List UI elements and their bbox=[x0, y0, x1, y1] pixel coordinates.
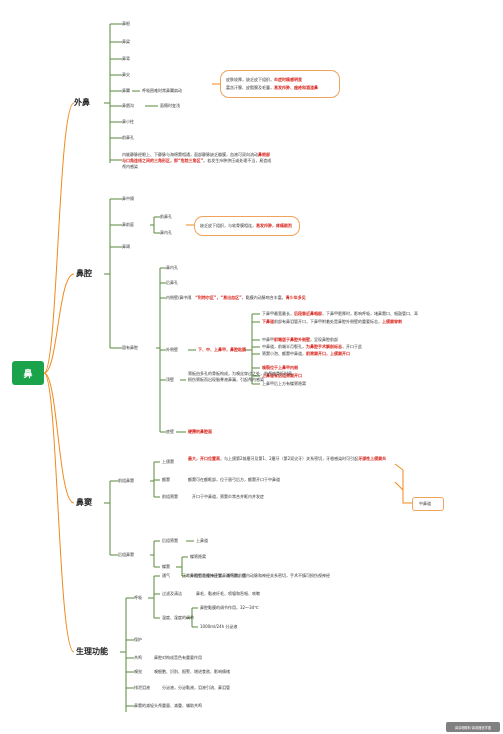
item-bijian: 鼻尖 bbox=[122, 72, 130, 77]
note-wendu-1: 鼻腔黏膜的调节作用，32～34℃ bbox=[200, 605, 259, 610]
note-shangbidao: 上鼻道有后组筛窦开口 bbox=[262, 373, 302, 378]
root-node: 鼻 bbox=[12, 361, 44, 385]
note-xiujue: 嗅细胞、识别、报警、增进食欲、影响情绪 bbox=[154, 669, 230, 674]
note-houshaidou: 上鼻道 bbox=[196, 538, 208, 543]
item-waicebi: 外侧壁 bbox=[166, 347, 178, 352]
item-huxi: 呼吸 bbox=[134, 595, 142, 600]
note-zhongbidao: 中鼻道，前端半月裂孔，为鼻腔手术解剖标志，开口于此 bbox=[262, 344, 362, 349]
callout-biqianting: 缺乏皮下组织，与软骨膜相连，易发疖肿，疼痛剧烈 bbox=[194, 216, 300, 236]
note-gongming: 鼻腔对构成音色有重要作用 bbox=[154, 655, 202, 660]
item-biyi: 鼻翼 bbox=[122, 88, 130, 93]
item-bimiangou: 鼻唇沟 bbox=[122, 103, 134, 108]
note-guolv: 鼻毛、黏液纤毛、喷嚏和吞咽、咳嗽 bbox=[196, 591, 260, 596]
item-xiujue: 嗅觉 bbox=[134, 669, 142, 674]
note-zhongbijia: 中鼻甲前端居于鼻腔外侧壁，呈现鼻腔前部 bbox=[262, 337, 338, 342]
note-xiabijia: 下鼻甲最宽最长，后段靠近鼻咽部，下鼻甲肥厚时，影响呼吸，堵鼻窦口、咽鼓管口、耳 bbox=[262, 311, 418, 316]
callout-zhongbidao: 中鼻道 bbox=[412, 497, 444, 511]
branch-bidou: 鼻窦 bbox=[76, 498, 92, 507]
note-waicebi: 下、中、上鼻甲，鼻腔粘膜 bbox=[198, 347, 246, 352]
item-wendu: 温度、湿度的调节 bbox=[162, 615, 194, 620]
item-edou: 额窦 bbox=[162, 477, 170, 482]
item-qianbikong: 前鼻孔 bbox=[122, 135, 134, 140]
item-neicebi: 内侧壁/鼻中隔 “利特尔区”，“易出血区”，黏膜内动脉吻合丰富，青少年多见 bbox=[166, 295, 306, 300]
item-bibei: 鼻背 bbox=[122, 56, 130, 61]
item-biliang: 鼻梁 bbox=[122, 39, 130, 44]
note-bimiangou: 面瘫时变浅 bbox=[160, 103, 180, 108]
item-tongqi: 通气 bbox=[162, 573, 170, 578]
note-venous: 内眦静脉经眼上、下静脉与海绵窦相通，面部静脉缺乏瓣膜，血液可双向流动鼻根部与口角… bbox=[122, 152, 272, 169]
note-diedou-2: 外侧壁与视神经管、海绵窦、颈内动脉和神经关系密切，手术不慎可损伤视神经 bbox=[190, 573, 330, 578]
item-neibikong-2: 鼻内孔 bbox=[160, 230, 172, 235]
item-bizhongge: 鼻中隔 bbox=[122, 196, 134, 201]
branch-biqiang: 鼻腔 bbox=[76, 269, 92, 278]
item-guyou: 固有鼻腔 bbox=[122, 345, 138, 350]
note-shaidou: 筛窦小泡、额窦中鼻道，前筛窦开口，上颌窦开口 bbox=[262, 351, 350, 356]
item-houzu: 后组鼻窦 bbox=[118, 552, 134, 557]
item-bikan: 鼻阈 bbox=[122, 244, 130, 249]
item-neibikong: 鼻内孔 bbox=[166, 265, 178, 270]
note-biyi: 呼吸困难时常鼻翼扇动 bbox=[142, 88, 182, 93]
item-paixie: 排泄泪液 bbox=[134, 685, 150, 690]
branch-shengli: 生理功能 bbox=[76, 647, 108, 656]
note-paixie: 分泌液，分泌黏液，泪液引流、鼻泪管 bbox=[162, 685, 230, 690]
watermark: 鼻耳咽喉科·鼻部器官学图 bbox=[446, 722, 500, 732]
note-tongqi: 正常鼻阻力是维持正常鼻通气的前提 bbox=[182, 573, 246, 578]
item-qianzu: 前组鼻窦 bbox=[118, 478, 134, 483]
item-shanghedou: 上颌窦 bbox=[162, 459, 174, 464]
note-diedou-1: 蝶筛隐窝 bbox=[190, 554, 206, 559]
item-qianshaidou: 前组筛窦 bbox=[162, 494, 178, 499]
item-baohu: 保护 bbox=[134, 637, 142, 642]
callout-waibi-skin: 皮肤较厚，缺乏皮下组织，炎症时痛感明显 富含汗腺、皮脂腺及毛囊，易发疖肿、痤疮和… bbox=[220, 70, 340, 98]
note-shanghedou: 最大，开口位置高，与上颌第2前磨牙及第1、2磨牙（第2双尖牙）关系密切，牙根感染… bbox=[188, 456, 387, 461]
item-diedou: 蝶窦 bbox=[162, 564, 170, 569]
item-gongming: 共鸣 bbox=[134, 655, 142, 660]
note-edou: 额窦可在额眶部，位于眉弓后方，额窦开口于中鼻道 bbox=[188, 477, 280, 482]
item-bigen: 鼻根 bbox=[122, 21, 130, 26]
item-other: 鼻窦的减轻头颅重量、减重、辅助共鸣 bbox=[134, 703, 202, 708]
note-xiabidao: 下鼻道前部有鼻泪管开口，下鼻甲附着处是鼻腔外侧壁的重要标志，上颌窦穿刺 bbox=[262, 319, 402, 324]
item-guolv: 过滤及清洁 bbox=[162, 591, 182, 596]
note-wendu-2: 1000ml/24h 分泌液 bbox=[200, 624, 238, 629]
item-houshaidou: 后组筛窦 bbox=[162, 538, 178, 543]
note-dingbi: 筛板由多孔的骨板构成，为嗅丝穿过之处，前颅底骨折时易损伤筛板而出现脑脊液鼻漏，引… bbox=[188, 371, 292, 382]
note-qianshaidou: 开口于中鼻道，筛窦炎常合并眶内并发症 bbox=[192, 494, 264, 499]
branch-waibi: 外鼻 bbox=[74, 98, 90, 107]
note-dieshai: 上鼻甲后上方有蝶筛隐窝 bbox=[262, 381, 306, 386]
note-dibi: 硬腭的鼻腔面 bbox=[188, 429, 212, 434]
item-qianbikong-2: 前鼻孔 bbox=[160, 214, 172, 219]
item-biqianting: 鼻前庭 bbox=[122, 222, 134, 227]
item-houbikong: 后鼻孔 bbox=[166, 280, 178, 285]
note-xiulie: 嗅裂位于上鼻甲内侧 bbox=[262, 365, 298, 370]
item-bixiaozhu: 鼻小柱 bbox=[122, 119, 134, 124]
item-dingbi: 顶壁 bbox=[166, 377, 174, 382]
item-dibi: 底壁 bbox=[166, 429, 174, 434]
